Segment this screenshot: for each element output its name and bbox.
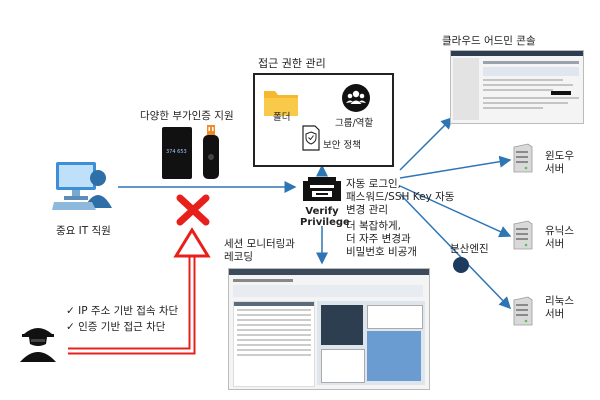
check-icon: ✓ — [66, 305, 79, 317]
windows-server-icon — [513, 143, 533, 173]
attack-arrowhead — [173, 227, 211, 258]
password-line3: 비밀번호 비공개 — [346, 246, 417, 258]
session-line2: 레코딩 — [224, 251, 253, 263]
policy-document-icon — [302, 125, 320, 151]
attack-path-outline — [68, 255, 196, 355]
mfa-label: 다양한 부가인증 지원 — [140, 110, 234, 122]
session-line1: 세션 모니터링과 — [224, 238, 295, 250]
auto-login-line1: 자동 로그인, — [346, 178, 401, 190]
password-line1: 더 복잡하게, — [346, 220, 401, 232]
ip-block-item: ✓ IP 주소 기반 접속 차단 — [66, 305, 178, 318]
folder-label: 폴더 — [273, 112, 291, 123]
security-policy-label: 보안 정책 — [323, 140, 361, 151]
arrow-vault-to-linux — [399, 193, 512, 310]
auto-login-label: 자동 로그인, 패스워드/SSH Key 자동 변경 관리 — [346, 178, 454, 217]
auto-login-line2: 패스워드/SSH Key 자동 — [346, 191, 455, 203]
verify-privilege-label: Verify Privilege — [300, 206, 350, 228]
usb-key-icon — [203, 125, 219, 179]
password-line2: 더 자주 변경과 — [346, 233, 411, 245]
distributed-engine-node — [453, 257, 469, 273]
otp-token-device: 374 653 — [162, 127, 192, 179]
hacker-icon — [20, 328, 56, 362]
access-mgmt-label: 접근 권한 관리 — [258, 57, 326, 70]
employee-computer-icon — [52, 162, 112, 210]
cloud-console-screenshot — [450, 50, 584, 124]
group-role-label: 그룹/역할 — [335, 118, 374, 129]
windows-line1: 윈도우 — [545, 150, 574, 162]
ip-block-label: IP 주소 기반 접속 차단 — [78, 305, 179, 317]
cloud-console-label: 클라우드 어드민 콘솔 — [442, 35, 536, 47]
access-mgmt-box: 폴더 그룹/역할 보안 정책 — [253, 73, 394, 167]
windows-line2: 서버 — [545, 163, 565, 175]
auth-block-label: 인증 기반 접근 차단 — [78, 321, 166, 333]
group-role-icon — [342, 84, 370, 112]
check-icon: ✓ — [66, 321, 79, 333]
verify-label-line2: Privilege — [300, 217, 350, 228]
session-monitoring-label: 세션 모니터링과 레코딩 — [224, 238, 295, 264]
password-policy-label: 더 복잡하게, 더 자주 변경과 비밀번호 비공개 — [346, 220, 417, 259]
unix-server-icon — [513, 220, 533, 250]
otp-token-value: 374 653 — [166, 149, 187, 155]
block-x-icon — [176, 194, 210, 226]
verify-label-line1: Verify — [305, 206, 339, 217]
unix-server-label: 유닉스 서버 — [545, 225, 574, 251]
folder-icon — [264, 91, 298, 116]
attack-path-inner — [68, 255, 194, 353]
distributed-engine-label: 분산엔진 — [450, 243, 489, 255]
linux-line1: 리눅스 — [545, 295, 574, 307]
arrow-vault-to-windows — [399, 155, 512, 179]
auto-login-line3: 변경 관리 — [346, 204, 388, 216]
linux-server-label: 리눅스 서버 — [545, 295, 574, 321]
session-recording-screenshot — [228, 268, 430, 390]
arrow-vault-to-unix — [399, 185, 512, 238]
auth-block-item: ✓ 인증 기반 접근 차단 — [66, 321, 165, 334]
unix-line1: 유닉스 — [545, 225, 574, 237]
arrow-vault-to-cloud — [399, 116, 454, 171]
linux-server-icon — [513, 296, 533, 326]
linux-line2: 서버 — [545, 308, 565, 320]
vault-icon — [303, 177, 341, 201]
unix-line2: 서버 — [545, 238, 565, 250]
employee-label: 중요 IT 직원 — [56, 225, 111, 237]
windows-server-label: 윈도우 서버 — [545, 150, 574, 176]
